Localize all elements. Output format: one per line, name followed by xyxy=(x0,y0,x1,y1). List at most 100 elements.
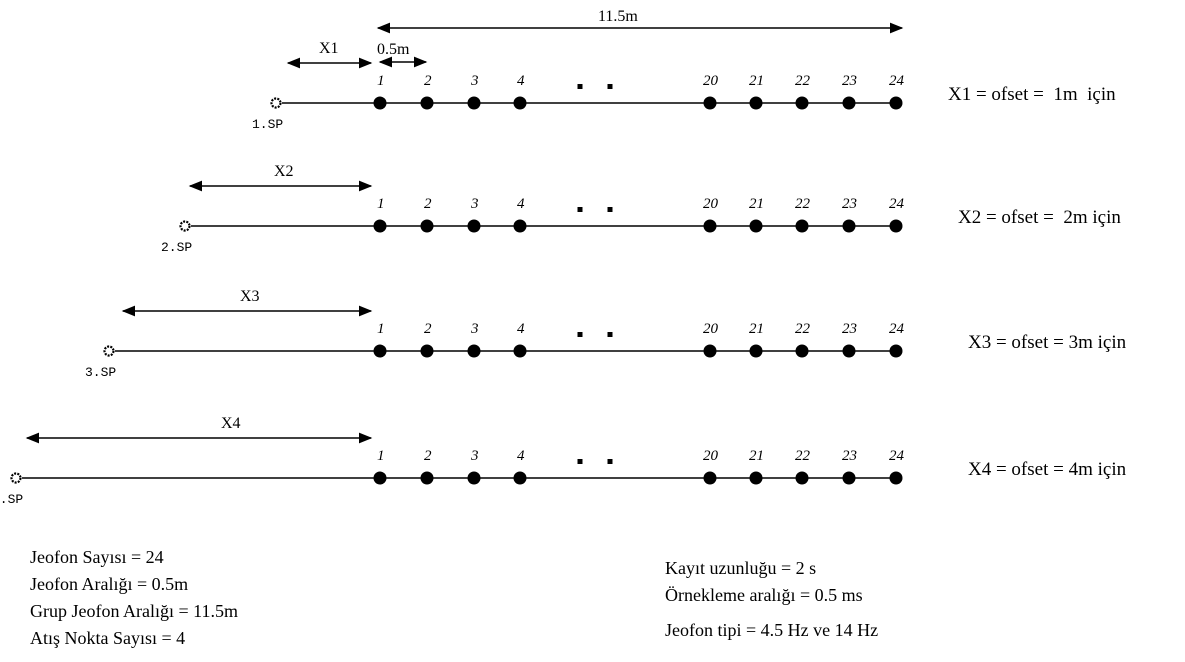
geophone-number: 1 xyxy=(377,73,385,89)
geophone-marker xyxy=(703,219,717,233)
geophone-marker xyxy=(889,96,903,110)
geophone-number: 24 xyxy=(889,448,905,464)
geophone-number: 3 xyxy=(470,196,479,212)
offset-label: X2 xyxy=(274,163,294,180)
geophone-marker xyxy=(842,471,856,485)
geophone-marker xyxy=(513,219,527,233)
geophone-marker xyxy=(513,344,527,358)
param-geophone-count: Jeofon Sayısı = 24 xyxy=(30,547,164,567)
geophone-number: 23 xyxy=(842,448,857,464)
geophone-number: 4 xyxy=(517,196,525,212)
geophone-number: 2 xyxy=(424,321,432,337)
geophone-number: 21 xyxy=(749,73,764,89)
geophone-marker xyxy=(373,471,387,485)
shot-point-icon xyxy=(179,220,191,232)
geophone-number: 2 xyxy=(424,448,432,464)
geophone-number: 2 xyxy=(424,196,432,212)
geophone-marker xyxy=(842,96,856,110)
geophone-marker xyxy=(373,96,387,110)
geophone-number: 21 xyxy=(749,321,764,337)
param-record-length: Kayıt uzunluğu = 2 s xyxy=(665,558,816,578)
geophone-marker xyxy=(373,219,387,233)
offset-caption: X4 = ofset = 4m için xyxy=(968,459,1127,480)
geophone-number: 22 xyxy=(795,196,811,212)
geophone-marker xyxy=(795,344,809,358)
geophone-number: 4 xyxy=(517,73,525,89)
survey-parameters-left: Jeofon Sayısı = 24 Jeofon Aralığı = 0.5m… xyxy=(30,547,238,648)
geophone-marker xyxy=(513,96,527,110)
geophone-marker xyxy=(749,219,763,233)
geophone-number: 20 xyxy=(703,73,719,89)
geophone-marker xyxy=(703,96,717,110)
geophone-marker xyxy=(842,219,856,233)
offset-label: X1 xyxy=(319,40,339,57)
geophone-number: 3 xyxy=(470,321,479,337)
ellipsis-dot xyxy=(607,332,613,337)
geophone-number: 4 xyxy=(517,448,525,464)
geophone-marker xyxy=(513,471,527,485)
geophone-number: 23 xyxy=(842,321,857,337)
geophone-marker xyxy=(795,219,809,233)
geophone-number: 23 xyxy=(842,196,857,212)
shot-point-icon xyxy=(270,97,282,109)
geophone-marker xyxy=(420,344,434,358)
geophone-marker xyxy=(467,219,481,233)
geophone-marker xyxy=(420,96,434,110)
geophone-number: 23 xyxy=(842,73,857,89)
geophone-number: 20 xyxy=(703,321,719,337)
offset-caption: X1 = ofset = 1m için xyxy=(948,84,1116,105)
geophone-number: 22 xyxy=(795,448,811,464)
geophone-number: 2 xyxy=(424,73,432,89)
ellipsis-dot xyxy=(577,459,583,464)
geophone-number: 3 xyxy=(470,448,479,464)
geophone-number: 20 xyxy=(703,448,719,464)
geophone-number: 24 xyxy=(889,196,905,212)
geophone-marker xyxy=(889,219,903,233)
geophone-marker xyxy=(373,344,387,358)
shot-point-label: 1.SP xyxy=(252,117,283,132)
geophone-marker xyxy=(749,471,763,485)
geophone-marker xyxy=(467,96,481,110)
group-spread-label: 11.5m xyxy=(598,8,638,25)
offset-label: X3 xyxy=(240,288,260,305)
geophone-marker xyxy=(842,344,856,358)
geophone-number: 1 xyxy=(377,448,385,464)
geophone-marker xyxy=(889,471,903,485)
geophone-spacing-dimension: 0.5m xyxy=(377,41,428,68)
shot-point-icon xyxy=(10,472,22,484)
ellipsis-dot xyxy=(607,84,613,89)
param-group-spacing: Grup Jeofon Aralığı = 11.5m xyxy=(30,601,238,621)
geophone-number: 3 xyxy=(470,73,479,89)
ellipsis-dot xyxy=(577,332,583,337)
geophone-marker xyxy=(467,344,481,358)
shot-point-label: 2.SP xyxy=(161,240,192,255)
geophone-number: 21 xyxy=(749,196,764,212)
geophone-number: 21 xyxy=(749,448,764,464)
ellipsis-dot xyxy=(607,459,613,464)
geophone-number: 1 xyxy=(377,321,385,337)
ellipsis-dot xyxy=(577,84,583,89)
geophone-marker xyxy=(749,344,763,358)
offset-caption: X2 = ofset = 2m için xyxy=(958,207,1121,228)
geophone-marker xyxy=(420,219,434,233)
geophone-number: 1 xyxy=(377,196,385,212)
geophone-marker xyxy=(889,344,903,358)
geophone-marker xyxy=(467,471,481,485)
shot-point-label: 3.SP xyxy=(85,365,116,380)
offset-caption: X3 = ofset = 3m için xyxy=(968,332,1127,353)
param-geophone-spacing: Jeofon Aralığı = 0.5m xyxy=(30,574,188,594)
geophone-spacing-label: 0.5m xyxy=(377,41,410,58)
ellipsis-dot xyxy=(607,207,613,212)
offset-label: X4 xyxy=(221,415,241,432)
param-sampling-interval: Örnekleme aralığı = 0.5 ms xyxy=(665,585,863,605)
geophone-marker xyxy=(795,96,809,110)
geophone-marker xyxy=(703,344,717,358)
geophone-number: 20 xyxy=(703,196,719,212)
geophone-number: 22 xyxy=(795,321,811,337)
shot-point-label: 4.SP xyxy=(0,492,23,507)
geophone-marker xyxy=(795,471,809,485)
